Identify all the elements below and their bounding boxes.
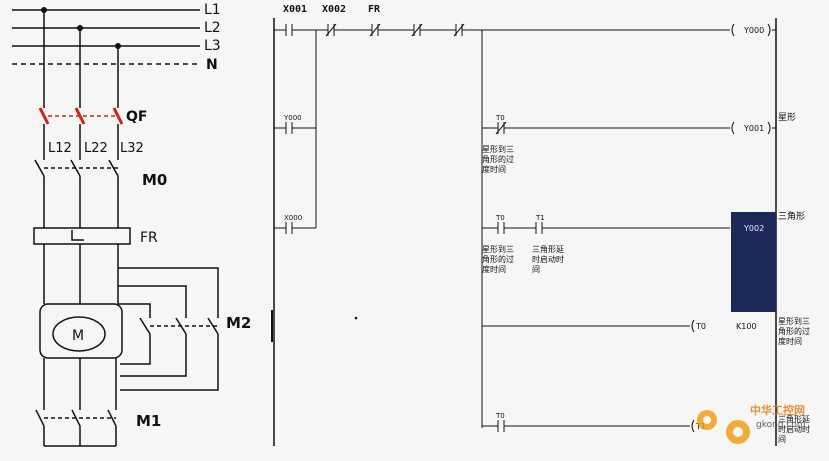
contact-x002-label: X002 xyxy=(322,4,346,15)
timer-t0-coil-label: T0 xyxy=(695,322,706,331)
coil-y001-comment: 星形 xyxy=(778,111,796,123)
comment-t0b-line1: 星形到三 xyxy=(482,245,514,254)
label-l12: L12 xyxy=(48,141,72,156)
bus-junctions xyxy=(41,7,121,49)
comment-t1-line1: 三角形延 xyxy=(532,244,564,254)
label-m2: M2 xyxy=(226,314,251,332)
label-l32: L32 xyxy=(120,141,144,156)
comment-t1c-line3: 间 xyxy=(778,435,786,444)
comment-t0c-line1: 星形到三 xyxy=(778,317,810,326)
comment-t0c-line3: 度时间 xyxy=(778,336,802,346)
coil-y000-label: Y000 xyxy=(743,26,764,35)
contact-t0c-label: T0 xyxy=(495,412,505,420)
comment-t0c-line2: 角形的过 xyxy=(778,326,810,336)
label-motor: M xyxy=(72,328,84,344)
label-m0: M0 xyxy=(142,171,167,189)
watermark: 中华工控网 gkong.com xyxy=(697,403,806,444)
coil-y001-label: Y001 xyxy=(743,124,764,133)
contact-t0-label: T0 xyxy=(495,214,505,222)
label-l22: L22 xyxy=(84,141,108,156)
y002-output-block xyxy=(731,212,776,312)
comment-t1-line3: 间 xyxy=(532,265,540,274)
comment-t0b-line3: 度时间 xyxy=(482,264,506,274)
coil-y002-comment: 三角形 xyxy=(778,210,805,222)
power-circuit xyxy=(12,9,200,108)
comment-t0-line2: 角形的过 xyxy=(482,154,514,164)
label-l1: L1 xyxy=(204,2,221,18)
contact-x001-label: X001 xyxy=(283,4,307,15)
label-qf: QF xyxy=(126,109,147,125)
contact-x000-label: X000 xyxy=(284,214,302,222)
label-m1: M1 xyxy=(136,412,161,430)
comment-t1c-line1: 三角形延 xyxy=(778,414,810,424)
comment-t1c-line2: 时启动时 xyxy=(778,424,810,434)
label-n: N xyxy=(206,57,218,73)
contact-fr-label: FR xyxy=(368,4,381,15)
label-l2: L2 xyxy=(204,20,221,36)
contact-t0-nc-label: T0 xyxy=(495,114,505,122)
motor-housing xyxy=(39,303,123,359)
motor-symbol xyxy=(52,316,106,352)
ladder-diagram xyxy=(273,18,777,446)
coil-y002-label: Y002 xyxy=(743,224,764,233)
breaker-qf xyxy=(38,107,124,125)
timer-t0-preset: K100 xyxy=(736,322,757,331)
label-fr: FR xyxy=(140,230,158,246)
comment-t0b-line2: 角形的过 xyxy=(482,254,514,264)
overload-relay-box xyxy=(33,227,131,245)
watermark-brand: 中华工控网 xyxy=(750,403,805,417)
comment-t0-line1: 星形到三 xyxy=(482,145,514,154)
comment-t0-line3: 度时间 xyxy=(482,164,506,174)
watermark-site: gkong.com xyxy=(756,420,806,430)
comment-t1-line2: 时启动时 xyxy=(532,254,564,264)
contact-t1-label: T1 xyxy=(535,214,545,222)
contact-y000-label: Y000 xyxy=(283,114,302,122)
stray-dot xyxy=(354,316,358,320)
label-l3: L3 xyxy=(204,38,221,54)
